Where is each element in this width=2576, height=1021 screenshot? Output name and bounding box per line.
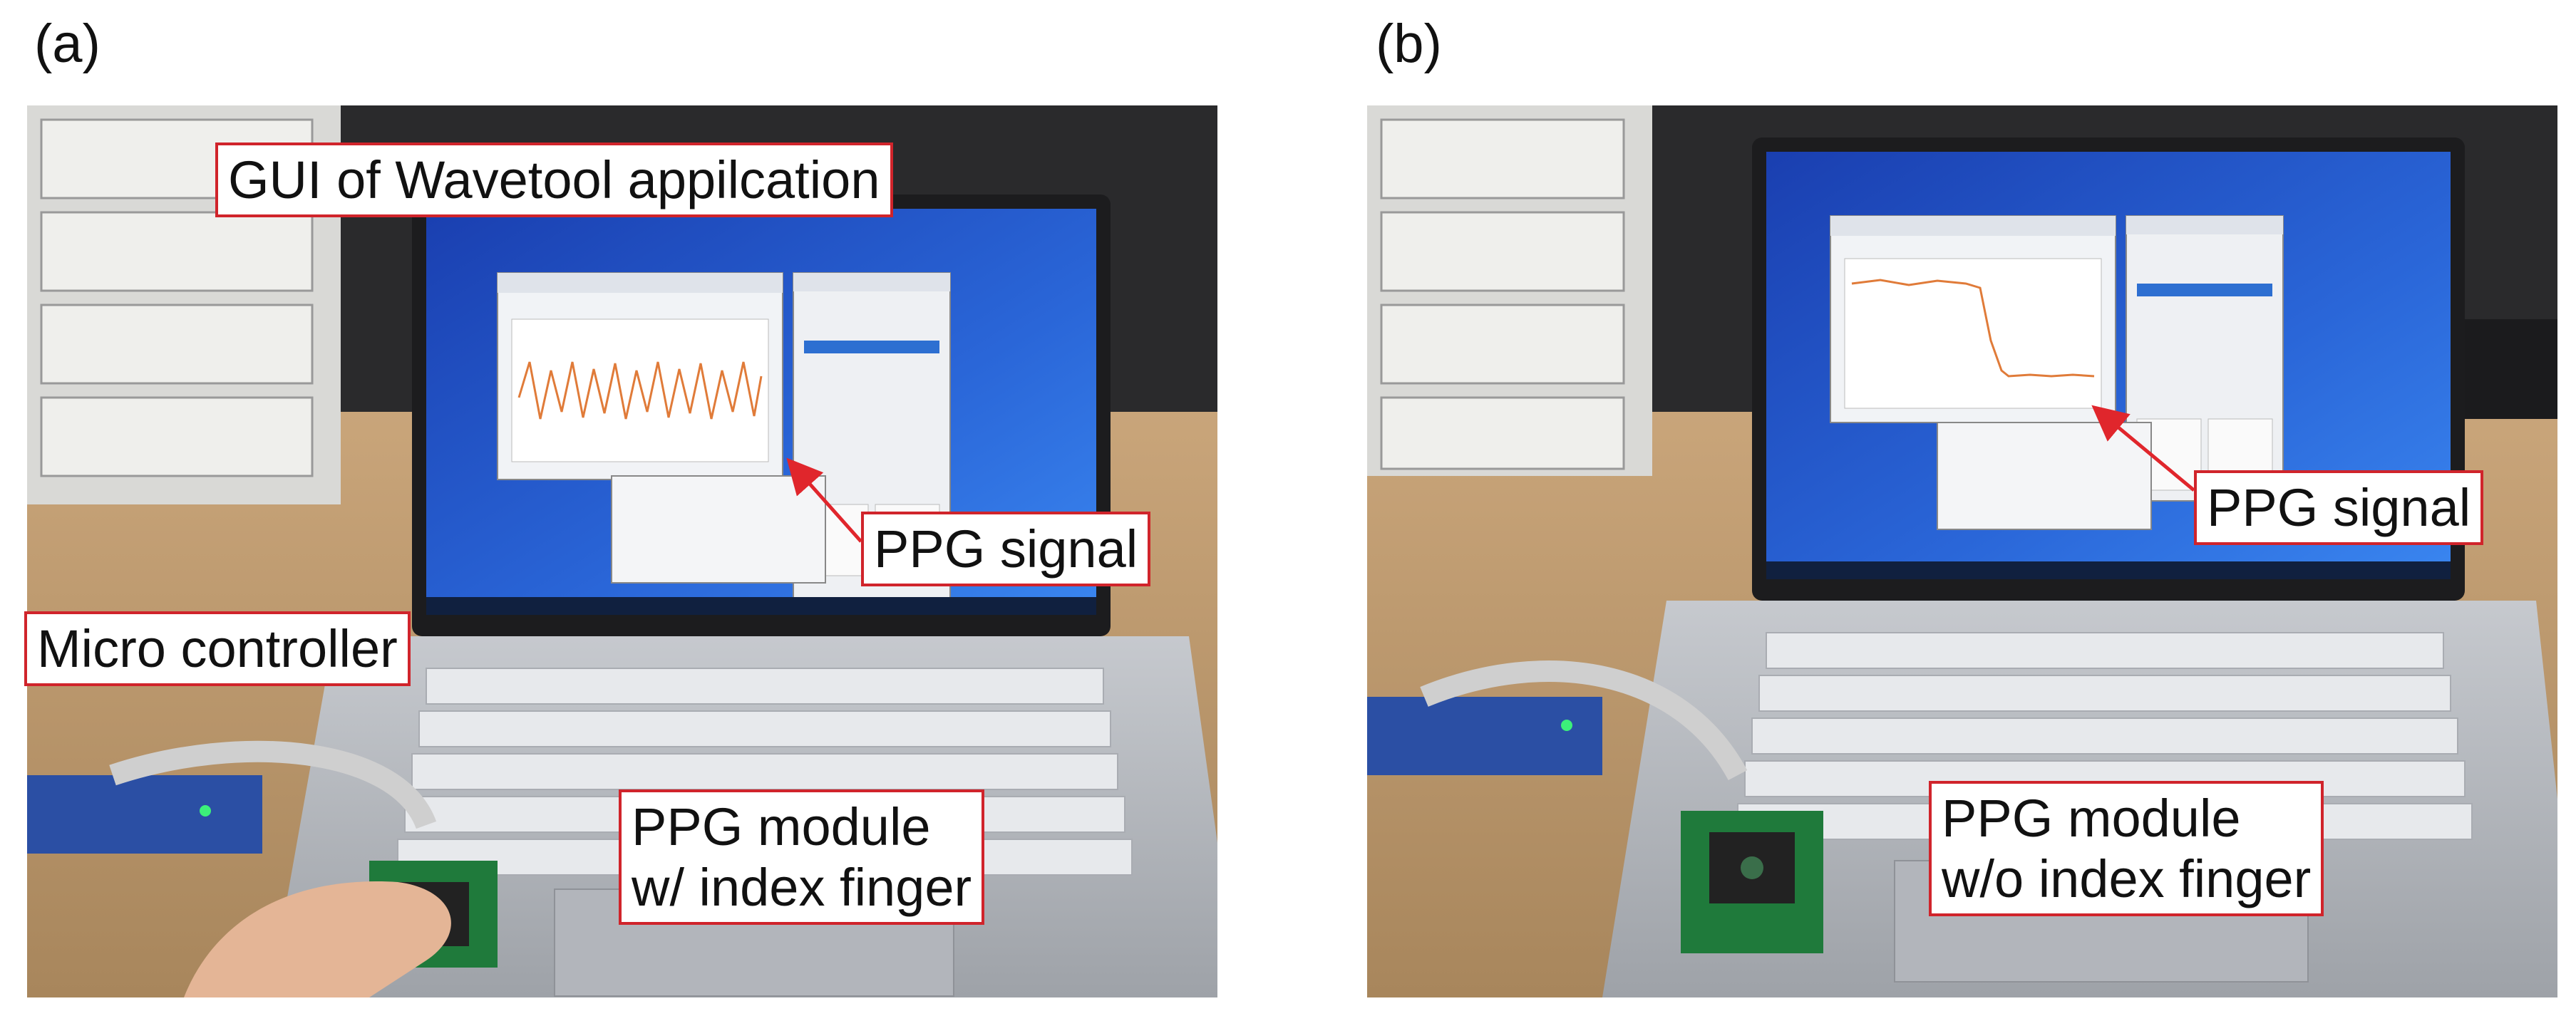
ppg-module-callout-b: PPG module w/o index finger xyxy=(1929,781,2324,917)
index-finger xyxy=(184,881,451,997)
ppg-module-callout-b-line2: w/o index finger xyxy=(1942,849,2312,909)
ppg-module-callout-b-line1: PPG module xyxy=(1942,789,2241,848)
ppg-waveform xyxy=(517,361,763,420)
ppg-signal-callout-b: PPG signal xyxy=(2194,470,2484,546)
microcontroller-board xyxy=(27,775,262,854)
ppg-module-callout-a-line1: PPG module xyxy=(632,797,931,856)
keyboard xyxy=(1737,632,2473,840)
ppg-waveform xyxy=(1851,279,2095,378)
gui-callout: GUI of Wavetool appilcation xyxy=(215,142,893,218)
microcontroller-board xyxy=(1367,697,1602,775)
photo-panel-b xyxy=(1367,105,2557,997)
panel-a-letter: (a) xyxy=(34,14,101,74)
ppg-signal-callout-a: PPG signal xyxy=(861,512,1151,587)
microcontroller-callout: Micro controller xyxy=(24,611,411,687)
shelf-drawers xyxy=(1367,105,1652,476)
ppg-module-callout-a: PPG module w/ index finger xyxy=(619,789,985,926)
ppg-module-callout-a-line2: w/ index finger xyxy=(632,858,972,918)
photo-b-illustration xyxy=(1367,105,2557,997)
panel-b-letter: (b) xyxy=(1376,14,1442,74)
